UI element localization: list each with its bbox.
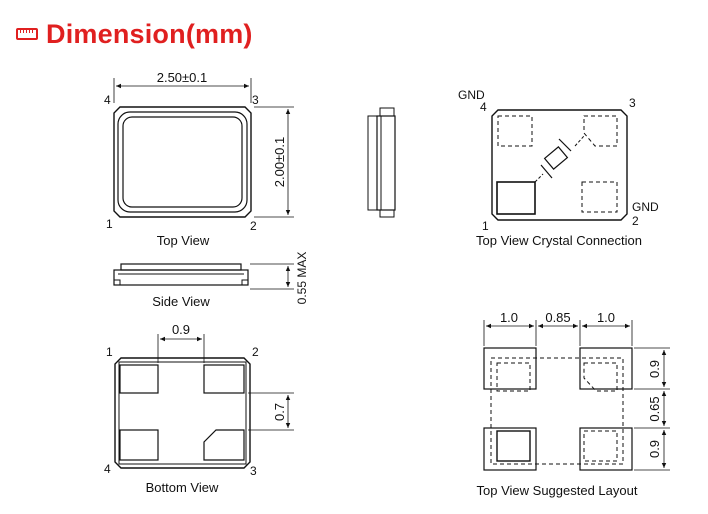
crystal-view-pin-4: 4 (480, 100, 487, 114)
bottom-pad-1 (119, 364, 159, 394)
layout-pad-4 (483, 427, 537, 471)
layout-view-caption: Top View Suggested Layout (477, 483, 638, 498)
ruler-icon (16, 28, 38, 40)
top-view-width-label: 2.50±0.1 (157, 70, 208, 85)
layout-pad-3 (579, 427, 633, 471)
top-view-pin-2: 2 (250, 219, 257, 233)
bottom-view: 0.9 0.7 1 2 4 3 Bottom View (104, 322, 294, 495)
bottom-view-pin-4: 4 (104, 462, 111, 476)
top-view-pin-4: 4 (104, 93, 111, 107)
layout-pad-2 (579, 347, 633, 390)
side-view-lid (120, 263, 242, 271)
side-view-base (113, 269, 249, 286)
top-view-caption: Top View (157, 233, 210, 248)
crystal-view-caption: Top View Crystal Connection (476, 233, 642, 248)
top-view-pin-1: 1 (106, 217, 113, 231)
layout-dim-label-bottom-height: 0.9 (647, 440, 662, 458)
suggested-layout-view: 1.0 0.85 1.0 0.9 0.65 0.9 Top View Sugge… (477, 310, 670, 498)
end-view (367, 107, 396, 218)
crystal-symbol (534, 135, 585, 183)
crystal-view-gnd-label-2: GND (632, 200, 659, 214)
page-header: Dimension(mm) (16, 16, 253, 52)
side-view-caption: Side View (152, 294, 210, 309)
layout-dim-label-vgap: 0.65 (647, 396, 662, 421)
crystal-view-pin-3: 3 (629, 96, 636, 110)
bottom-pad-2 (203, 364, 245, 394)
layout-outline (490, 357, 624, 465)
top-view-body (113, 106, 252, 218)
layout-dim-label-right: 1.0 (597, 310, 615, 325)
bottom-pad-3 (203, 429, 245, 461)
layout-dim-label-gap: 0.85 (545, 310, 570, 325)
layout-pad-1 (483, 347, 537, 390)
crystal-view-pad-1 (496, 181, 536, 215)
crystal-view-gnd-label-4: GND (458, 88, 485, 102)
crystal-view-body (491, 109, 628, 221)
crystal-connection-view: GND 4 3 GND 2 1 Top View Crystal Connect… (458, 88, 659, 248)
bottom-view-caption: Bottom View (146, 480, 219, 495)
bottom-view-pin-1: 1 (106, 345, 113, 359)
top-view-lid-inner (122, 116, 243, 208)
bottom-view-pitch-label: 0.9 (172, 322, 190, 337)
bottom-pad-4 (119, 429, 159, 461)
top-view-lid-outer (117, 111, 248, 213)
crystal-view-pin-1: 1 (482, 219, 489, 233)
top-view-pin-3: 3 (252, 93, 259, 107)
side-view-height-label: 0.55 MAX (295, 252, 309, 305)
top-view: 2.50±0.1 2.00±0.1 4 3 1 2 Top View (104, 70, 294, 248)
bottom-view-pin-2: 2 (252, 345, 259, 359)
side-view: 0.55 MAX Side View (113, 252, 309, 309)
page-title: Dimension(mm) (46, 18, 253, 49)
bottom-view-pin-3: 3 (250, 464, 257, 478)
layout-dim-label-top-height: 0.9 (647, 360, 662, 378)
top-view-height-label: 2.00±0.1 (272, 137, 287, 188)
bottom-view-pad-label: 0.7 (272, 403, 287, 421)
layout-dim-label-left: 1.0 (500, 310, 518, 325)
crystal-view-pin-2: 2 (632, 214, 639, 228)
bottom-view-body (114, 357, 251, 469)
